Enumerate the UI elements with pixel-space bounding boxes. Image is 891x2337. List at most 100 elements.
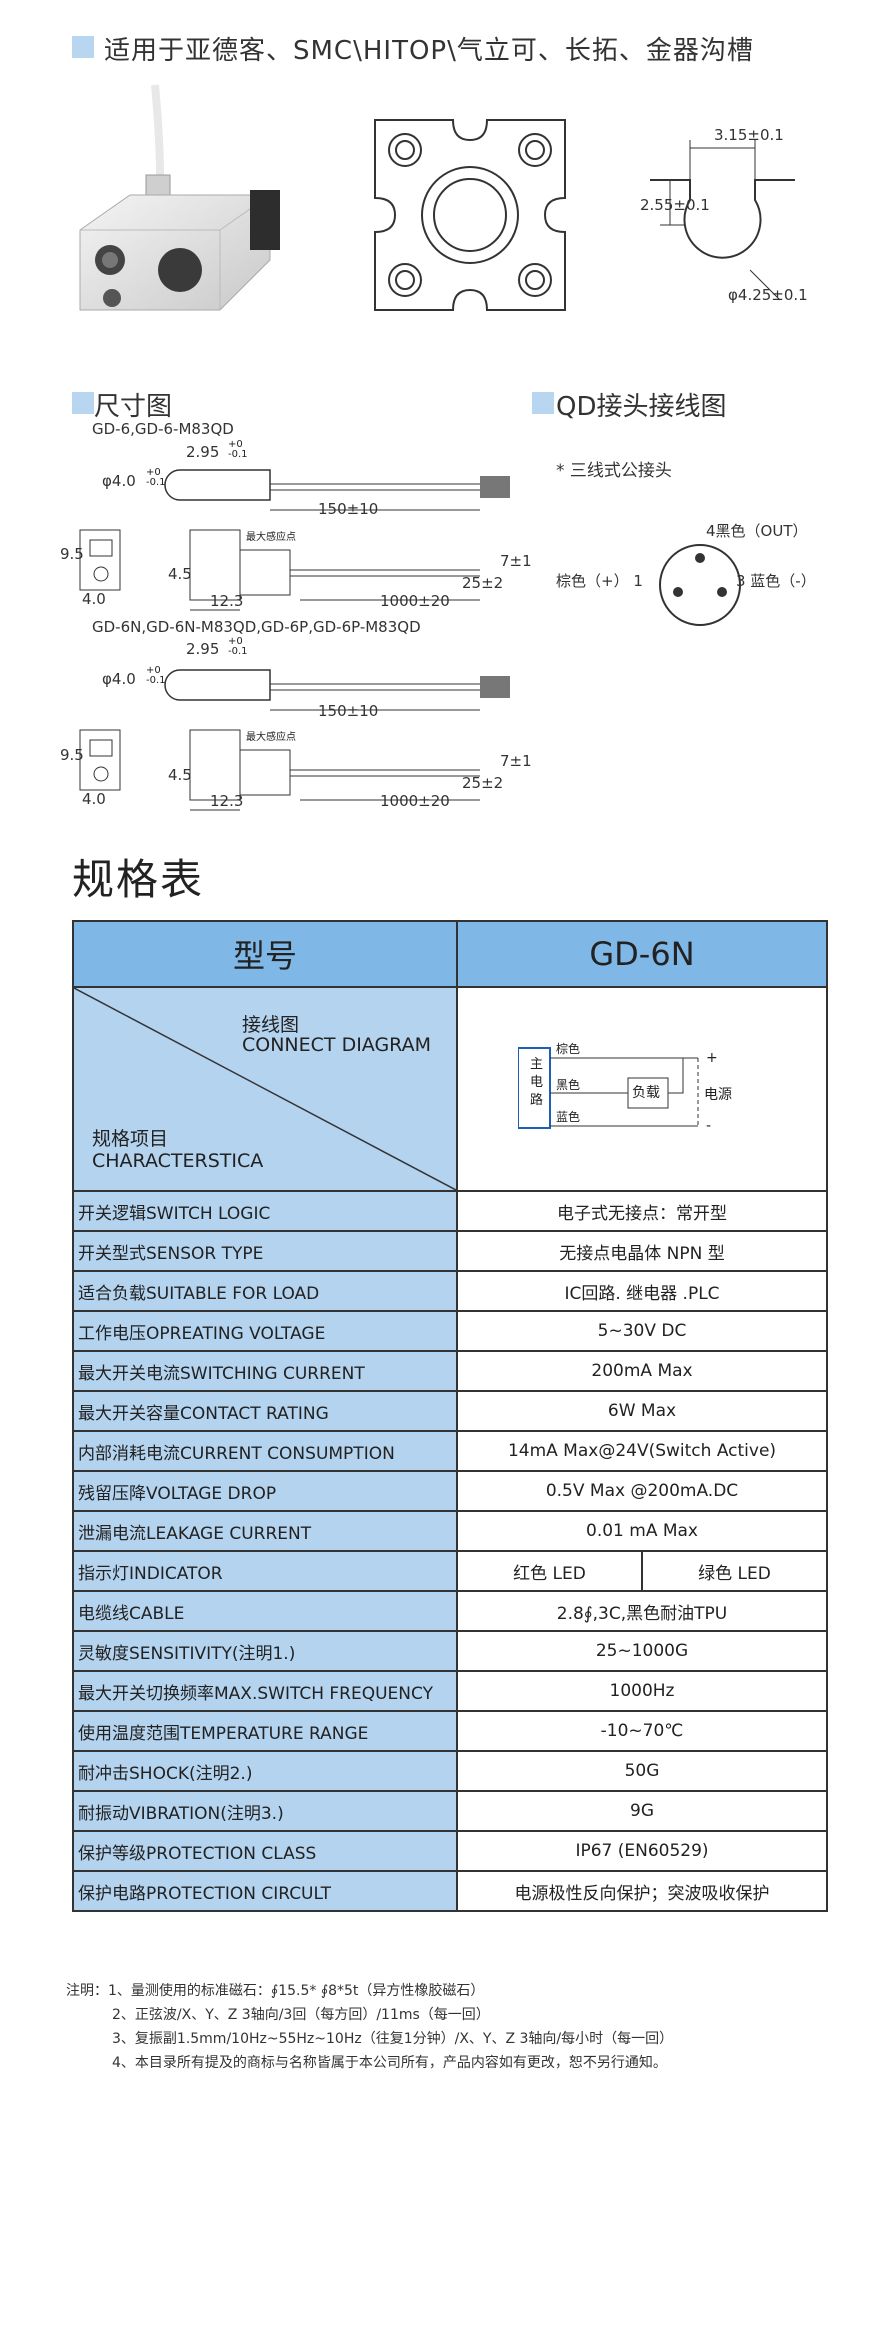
model-b-label: GD-6N,GD-6N-M83QD,GD-6P,GD-6P-M83QD [92, 618, 421, 636]
indicator-green: 绿色 LED [698, 1563, 771, 1584]
diagram-circuit-cell: 主 电 路 棕色 黑色 蓝色 负载 电源 + - [458, 988, 826, 1190]
spec-label: 最大开关容量CONTACT RATING [74, 1392, 458, 1430]
qd-pin1: 棕色（+） 1 [556, 572, 643, 590]
inner-dim: 4.5 [168, 565, 192, 583]
spec-value: 无接点电晶体 NPN 型 [559, 1243, 725, 1264]
tip-tol-lower-b: -0.1 [228, 646, 248, 657]
diagram-header-cell: 接线图 CONNECT DIAGRAM 规格项目 CHARACTERSTICA [74, 988, 458, 1190]
groove-section [650, 140, 795, 301]
sense-point-label-b: 最大感应点 [246, 732, 296, 743]
body-len-dim: 12.3 [210, 592, 244, 610]
spec-label: 内部消耗电流CURRENT CONSUMPTION [74, 1432, 458, 1470]
circuit-main-3: 路 [530, 1093, 544, 1108]
spec-value: IP67 (EN60529) [575, 1841, 709, 1861]
phi-tol-lower: -0.1 [146, 477, 166, 488]
spec-row: 使用温度范围TEMPERATURE RANGE -10~70℃ [74, 1710, 826, 1750]
dimension-drawing-a [79, 469, 510, 611]
inner-dim-b: 4.5 [168, 766, 192, 784]
section-marker [532, 392, 554, 414]
diagonal-line [74, 988, 456, 1190]
wire-25-dim: 25±2 [462, 574, 504, 592]
spec-row: 保护电路PROTECTION CIRCULT 电源极性反向保护；突波吸收保护 [74, 1870, 826, 1910]
phi-dim: φ4.0 [102, 472, 136, 490]
item-en: CHARACTERSTICA [92, 1150, 264, 1172]
spec-label: 适合负载SUITABLE FOR LOAD [74, 1272, 458, 1310]
spec-row: 灵敏度SENSITIVITY(注明1.) 25~1000G [74, 1630, 826, 1670]
spec-label: 耐振动VIBRATION(注明3.) [74, 1792, 458, 1830]
spec-label: 保护等级PROTECTION CLASS [74, 1832, 458, 1870]
spec-row: 最大开关容量CONTACT RATING 6W Max [74, 1390, 826, 1430]
cable-len-dim: 1000±20 [380, 592, 450, 610]
spec-value: 6W Max [607, 1401, 677, 1421]
spec-value: 25~1000G [595, 1641, 689, 1661]
circuit-black: 黑色 [556, 1078, 581, 1092]
spec-label: 最大开关电流SWITCHING CURRENT [74, 1352, 458, 1390]
spec-row: 指示灯INDICATOR 红色 LED 绿色 LED [74, 1550, 826, 1590]
spec-value: 5~30V DC [597, 1321, 687, 1341]
circuit-main-2: 电 [530, 1075, 544, 1090]
spec-label: 灵敏度SENSITIVITY(注明1.) [74, 1632, 458, 1670]
wire-25-dim-b: 25±2 [462, 774, 504, 792]
spec-label: 泄漏电流LEAKAGE CURRENT [74, 1512, 458, 1550]
circuit-minus: - [706, 1118, 712, 1134]
spec-value: 50G [624, 1761, 660, 1781]
wire-7-dim-b: 7±1 [500, 752, 532, 770]
spec-value: 0.5V Max @200mA.DC [545, 1481, 739, 1501]
spec-row: 保护等级PROTECTION CLASS IP67 (EN60529) [74, 1830, 826, 1870]
model-a-label: GD-6,GD-6-M83QD [92, 420, 234, 438]
section-marker [72, 392, 94, 414]
section-marker [72, 36, 94, 58]
spec-value: 9G [630, 1801, 654, 1821]
spec-row: 残留压降VOLTAGE DROP 0.5V Max @200mA.DC [74, 1470, 826, 1510]
spec-row: 耐冲击SHOCK(注明2.) 50G [74, 1750, 826, 1790]
spec-header-row: 型号 GD-6N [74, 922, 826, 986]
tip-tol-upper-b: +0 [228, 636, 243, 647]
spec-value: 2.8∮,3C,黑色耐油TPU [556, 1603, 728, 1624]
circuit-brown: 棕色 [556, 1042, 581, 1056]
dimension-title: 尺寸图 [94, 392, 173, 422]
spec-row: 内部消耗电流CURRENT CONSUMPTION 14mA Max@24V(S… [74, 1430, 826, 1470]
spec-value: IC回路. 继电器 .PLC [564, 1283, 720, 1304]
circuit-load: 负载 [632, 1085, 660, 1101]
indicator-red: 红色 LED [458, 1552, 643, 1590]
cable-len-dim-b: 1000±20 [380, 792, 450, 810]
qd-connector-icon [659, 544, 741, 626]
groove-diameter-dim: φ4.25±0.1 [728, 286, 808, 304]
spec-label: 耐冲击SHOCK(注明2.) [74, 1752, 458, 1790]
width-dim: 4.0 [82, 590, 106, 608]
note-1: 注明：1、量测使用的标准磁石：∮15.5* ∮8*5t（异方性橡胶磁石） [66, 1983, 485, 1999]
spec-table: 型号 GD-6N 接线图 CONNECT DIAGRAM 规格项目 CHARAC… [72, 920, 828, 1912]
spec-row: 开关型式SENSOR TYPE 无接点电晶体 NPN 型 [74, 1230, 826, 1270]
cable-qd-dim-b: 150±10 [318, 702, 379, 720]
flange-end-view [374, 119, 566, 311]
circuit-power: 电源 [704, 1087, 732, 1103]
diagram-en: CONNECT DIAGRAM [242, 1034, 432, 1056]
spec-value: 电子式无接点：常开型 [557, 1203, 727, 1224]
spec-label: 最大开关切换频率MAX.SWITCH FREQUENCY [74, 1672, 458, 1710]
note-4: 4、本目录所有提及的商标与名称皆属于本公司所有，产品内容如有更改，恕不另行通知。 [112, 2055, 667, 2071]
circuit-plus: + [706, 1050, 718, 1066]
phi-tol-upper: +0 [146, 467, 161, 478]
width-dim-b: 4.0 [82, 790, 106, 808]
spec-row: 电缆线CABLE 2.8∮,3C,黑色耐油TPU [74, 1590, 826, 1630]
spec-value: 1000Hz [609, 1681, 675, 1701]
spec-diagram-row: 接线图 CONNECT DIAGRAM 规格项目 CHARACTERSTICA … [74, 986, 826, 1190]
spec-value: 0.01 mA Max [586, 1521, 698, 1541]
groove-left-dim: 2.55±0.1 [640, 196, 710, 214]
groove-top-dim: 3.15±0.1 [714, 126, 784, 144]
spec-row: 工作电压OPREATING VOLTAGE 5~30V DC [74, 1310, 826, 1350]
model-label: 型号 [74, 922, 458, 986]
model-value: GD-6N [458, 922, 826, 986]
qd-note: * 三线式公接头 [556, 461, 672, 481]
tip-dim: 2.95 [186, 443, 220, 461]
qd-pin3: 3 蓝色（-） [736, 572, 816, 590]
note-3: 3、复振副1.5mm/10Hz~55Hz~10Hz（往复1分钟）/X、Y、Z 3… [112, 2031, 674, 2047]
product-photo [79, 84, 280, 311]
spec-row: 最大开关电流SWITCHING CURRENT 200mA Max [74, 1350, 826, 1390]
spec-label: 电缆线CABLE [74, 1592, 458, 1630]
spec-label: 指示灯INDICATOR [74, 1552, 458, 1590]
spec-row: 泄漏电流LEAKAGE CURRENT 0.01 mA Max [74, 1510, 826, 1550]
spec-label: 使用温度范围TEMPERATURE RANGE [74, 1712, 458, 1750]
spec-label: 残留压降VOLTAGE DROP [74, 1472, 458, 1510]
spec-row: 最大开关切换频率MAX.SWITCH FREQUENCY 1000Hz [74, 1670, 826, 1710]
